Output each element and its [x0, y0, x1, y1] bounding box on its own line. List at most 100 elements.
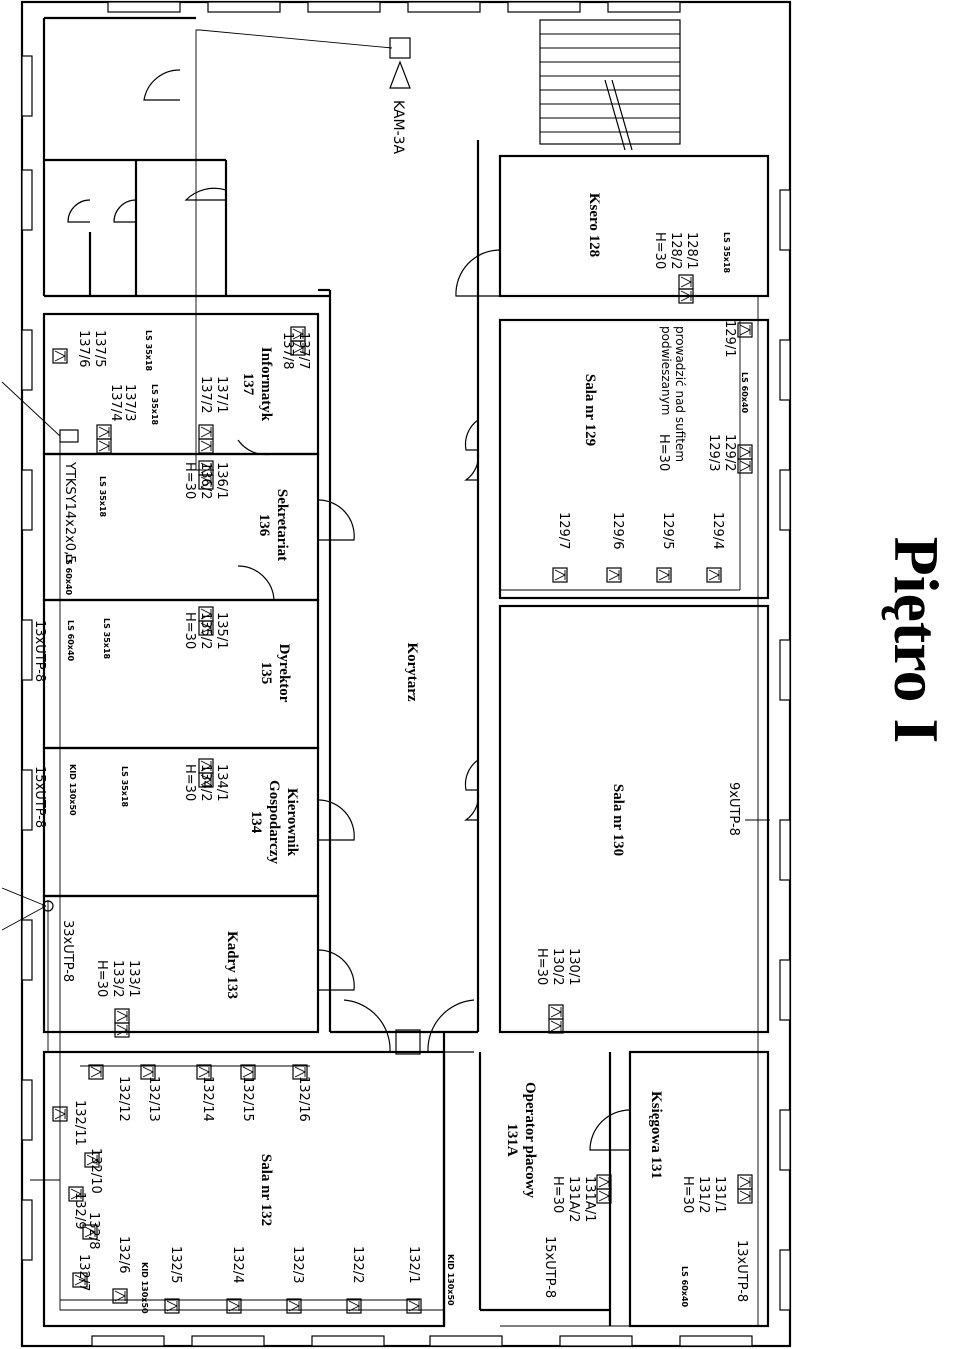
outlet-label: 131A/2 — [566, 1176, 581, 1222]
outlet-symbol — [737, 1174, 753, 1190]
outlet-symbol — [198, 620, 214, 636]
building-walls — [20, 0, 792, 1348]
outlet-label: 136/2 — [198, 462, 213, 499]
outlet-label: 132/1 — [406, 1246, 421, 1283]
outlet-label: 129/3 — [706, 434, 721, 471]
outlet-symbol — [82, 1224, 98, 1240]
room-operator: Operator płacowy131A — [504, 1082, 538, 1198]
outlet-label: 132/8 — [86, 1212, 101, 1249]
outlet-symbol — [606, 567, 622, 583]
outlet-symbol — [72, 1272, 88, 1288]
outlet-symbol — [112, 1288, 128, 1304]
outlet-symbol — [68, 1186, 84, 1202]
doors — [67, 69, 631, 1151]
floor-title: Piętro I — [881, 537, 952, 744]
outlet-symbol — [346, 1298, 362, 1314]
outlet-symbol — [196, 1064, 212, 1080]
outlet-label: 131A/1 — [582, 1176, 597, 1222]
outlet-label: 129/1 — [722, 320, 737, 357]
outlet-label: LS 60x40 — [64, 554, 73, 596]
outlet-label: 131/1 — [712, 1176, 727, 1213]
outlet-symbol — [114, 1008, 130, 1024]
outlet-symbol — [406, 1298, 422, 1314]
outlet-label: 137/1 — [214, 376, 229, 413]
outlet-label: 133/1 — [126, 960, 141, 997]
outlet-label: LS 35x18 — [722, 232, 731, 274]
outlet-label: 132/14 — [200, 1076, 215, 1122]
outlet-label: 137/7 — [296, 332, 311, 369]
outlet-symbol — [596, 1174, 612, 1190]
outlet-label: 135/1 — [214, 612, 229, 649]
outlet-symbol — [678, 288, 694, 304]
outlet-label: 128/1 — [684, 232, 699, 269]
outlet-symbol — [290, 340, 306, 356]
cable-routes — [1, 29, 770, 1327]
outlet-label: 137/4 — [108, 384, 123, 421]
outlet-label: 132/10 — [88, 1148, 103, 1194]
outlet-label: 132/4 — [230, 1246, 245, 1283]
outlet-label: H=30 — [182, 764, 197, 801]
outlet-label: 132/7 — [76, 1254, 91, 1291]
room-ksero: Ksero 128 — [586, 193, 602, 257]
outlet-symbol — [140, 1064, 156, 1080]
outlet-label: 15xUTP-8 — [32, 766, 47, 828]
outlet-label: 132/16 — [296, 1076, 311, 1122]
outlet-label: 132/2 — [350, 1246, 365, 1283]
outlet-label: KID 130x50 — [140, 1262, 149, 1314]
outlet-label: 137/2 — [198, 376, 213, 413]
outlet-label: 137/5 — [92, 330, 107, 367]
outlet-symbol — [596, 1188, 612, 1204]
outlet-label: 132/13 — [146, 1076, 161, 1122]
outlet-symbol — [548, 1004, 564, 1020]
outlet-label: 137/3 — [122, 384, 137, 421]
route-note: prowadzić nad sufitempodwieszanym — [659, 326, 687, 462]
outlet-label: H=30 — [182, 462, 197, 499]
outlet-symbol — [164, 1298, 180, 1314]
outlet-symbol — [198, 474, 214, 490]
outlet-label: 132/9 — [72, 1192, 87, 1229]
outlet-symbol — [706, 567, 722, 583]
outlet-label: 129/2 — [722, 434, 737, 471]
outlet-label: KID 130x50 — [68, 764, 77, 816]
outlet-label: 131/2 — [696, 1176, 711, 1213]
outlet-label: 132/3 — [290, 1246, 305, 1283]
outlet-label: LS 35x18 — [150, 384, 159, 426]
windows — [21, 1, 791, 1347]
room-kierownik: KierownikGospodarczy134 — [248, 780, 300, 864]
outlet-label: YTKSY14x2x0,5 — [62, 461, 77, 563]
outlet-symbol — [52, 1106, 68, 1122]
outlet-label: 132/6 — [116, 1236, 131, 1273]
outlet-symbol — [226, 1298, 242, 1314]
outlet-label: 130/2 — [550, 948, 565, 985]
outlet-label: LS 60x40 — [740, 372, 749, 414]
outlet-label: 133/2 — [110, 960, 125, 997]
outlet-symbol — [737, 322, 753, 338]
outlet-label: LS 35x18 — [102, 618, 111, 660]
outlet-label: 135/2 — [198, 612, 213, 649]
outlet-symbol — [656, 567, 672, 583]
room-korytarz: Korytarz — [404, 642, 420, 701]
outlet-symbol — [198, 772, 214, 788]
outlet-symbol — [737, 458, 753, 474]
outlet-label: H=30 — [656, 434, 671, 471]
outlet-label: 136/1 — [214, 462, 229, 499]
outlet-label: 13xUTP-8 — [734, 1240, 749, 1302]
outlet-label: 9xUTP-8 — [726, 782, 741, 836]
outlet-symbol — [240, 1064, 256, 1080]
outlet-symbol — [96, 424, 112, 440]
outlet-label: 129/6 — [610, 512, 625, 549]
outlet-label: 134/1 — [214, 764, 229, 801]
outlet-label: 33xUTP-8 — [60, 920, 75, 982]
outlet-label: 132/5 — [168, 1246, 183, 1283]
outlet-symbol — [552, 567, 568, 583]
outlet-symbol — [198, 438, 214, 454]
network-outlets — [52, 274, 753, 1314]
outlet-symbol — [198, 424, 214, 440]
staircase — [539, 19, 681, 151]
outlet-label: 130/1 — [566, 948, 581, 985]
outlet-symbol — [96, 438, 112, 454]
outlet-label: H=30 — [94, 960, 109, 997]
outlet-symbol — [292, 1064, 308, 1080]
